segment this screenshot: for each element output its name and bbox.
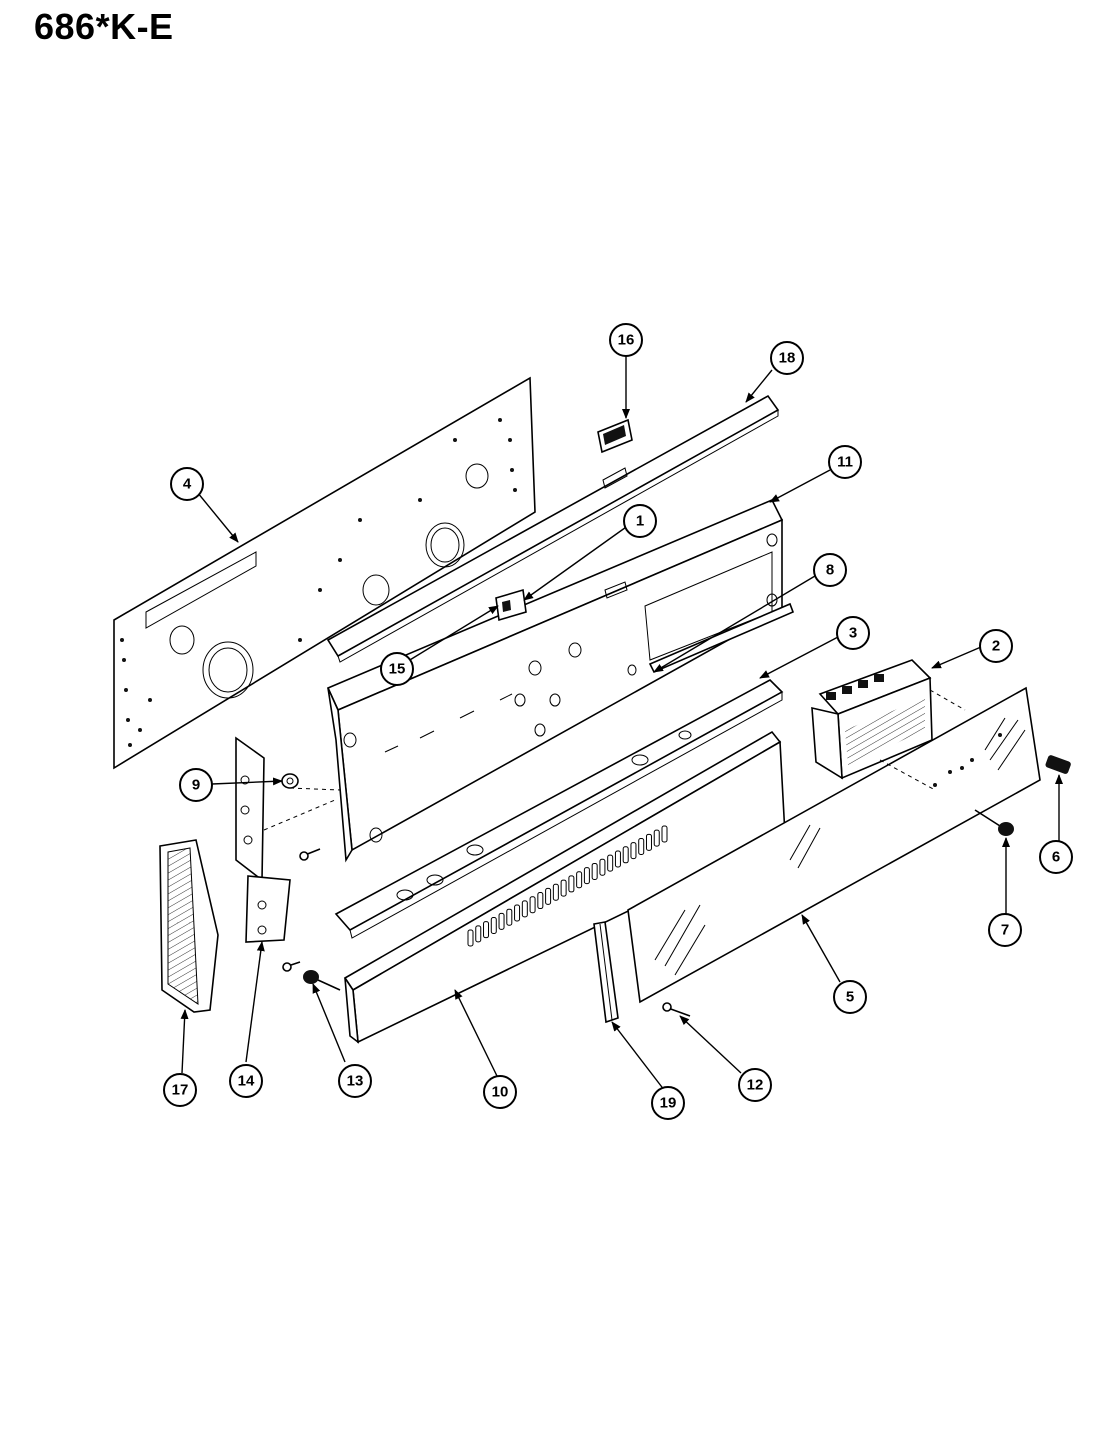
svg-text:8: 8	[826, 562, 834, 579]
svg-text:11: 11	[837, 454, 853, 471]
leader-lines	[180, 356, 1063, 1096]
part-switch	[597, 418, 633, 454]
callout-5: 5	[833, 980, 867, 1014]
vent-slot	[591, 862, 598, 880]
svg-text:6: 6	[1052, 849, 1060, 866]
vent-slot	[661, 825, 668, 843]
callout-7: 7	[988, 913, 1022, 947]
vent-slot	[552, 883, 559, 901]
vent-slot	[506, 908, 513, 926]
svg-text:4: 4	[183, 476, 192, 493]
callout-10: 10	[483, 1075, 517, 1109]
callout-4: 4	[170, 467, 204, 501]
svg-text:5: 5	[846, 989, 854, 1006]
callout-14: 14	[229, 1064, 263, 1098]
svg-text:9: 9	[192, 777, 200, 794]
callout-3: 3	[836, 616, 870, 650]
callout-6: 6	[1039, 840, 1073, 874]
callout-11: 11	[828, 445, 862, 479]
vent-slot	[622, 846, 629, 864]
vent-slot	[483, 921, 490, 939]
svg-text:12: 12	[747, 1077, 764, 1094]
part-side-bracket	[235, 736, 291, 943]
svg-text:13: 13	[347, 1073, 364, 1090]
vent-slot	[537, 892, 544, 910]
part-rear-channel	[648, 602, 795, 674]
vent-slot	[599, 858, 606, 876]
part-back-panel	[113, 376, 536, 770]
vent-slot	[614, 850, 621, 868]
svg-text:15: 15	[389, 661, 406, 678]
callout-15: 15	[380, 652, 414, 686]
callout-18: 18	[770, 341, 804, 375]
vent-slot	[545, 887, 552, 905]
callout-8: 8	[813, 553, 847, 587]
svg-text:16: 16	[618, 332, 635, 349]
part-clock-timer	[811, 659, 933, 780]
vent-slot	[490, 917, 497, 935]
vent-slot	[630, 842, 637, 860]
vent-slot	[638, 837, 645, 855]
vent-slot	[576, 871, 583, 889]
part-nut	[281, 773, 299, 789]
part-lower-bracket	[334, 679, 784, 939]
part-end-cap	[159, 839, 219, 1013]
part-control-panel	[326, 498, 784, 863]
svg-text:2: 2	[992, 638, 1000, 655]
callout-13: 13	[338, 1064, 372, 1098]
callout-19: 19	[651, 1086, 685, 1120]
part-screw-12	[662, 1002, 691, 1017]
vent-slot	[607, 854, 614, 872]
part-screw-7	[974, 809, 1014, 836]
vent-slot	[498, 912, 505, 930]
part-vented-panel	[343, 730, 786, 1044]
part-screws	[282, 848, 321, 972]
vent-slot	[467, 929, 474, 947]
callout-1: 1	[623, 504, 657, 538]
callout-9: 9	[179, 768, 213, 802]
vent-slot	[568, 875, 575, 893]
vent-slot	[560, 879, 567, 897]
svg-text:14: 14	[238, 1073, 255, 1090]
callout-2: 2	[979, 629, 1013, 663]
svg-text:1: 1	[636, 513, 644, 530]
vent-slot	[521, 900, 528, 918]
assembly-lines	[263, 689, 966, 831]
svg-text:17: 17	[172, 1082, 189, 1099]
part-clip	[495, 588, 527, 622]
callout-17: 17	[163, 1073, 197, 1107]
callout-16: 16	[609, 323, 643, 357]
part-trim-strip	[593, 921, 619, 1024]
callout-12: 12	[738, 1068, 772, 1102]
vent-slot	[529, 896, 536, 914]
vent-slot	[653, 829, 660, 847]
part-top-trim	[326, 394, 780, 663]
svg-text:19: 19	[660, 1095, 677, 1112]
vent-slot	[583, 867, 590, 885]
part-spring	[1045, 755, 1071, 774]
svg-text:10: 10	[492, 1084, 509, 1101]
svg-text:7: 7	[1001, 922, 1009, 939]
vent-slot	[475, 925, 482, 943]
vent-slot	[514, 904, 521, 922]
diagram-title: 686*K-E	[34, 6, 174, 47]
svg-text:18: 18	[779, 350, 796, 367]
part-glass-overlay	[627, 686, 1041, 1004]
vent-slot	[645, 833, 652, 851]
part-knob-screw	[303, 970, 341, 991]
svg-text:3: 3	[849, 625, 857, 642]
